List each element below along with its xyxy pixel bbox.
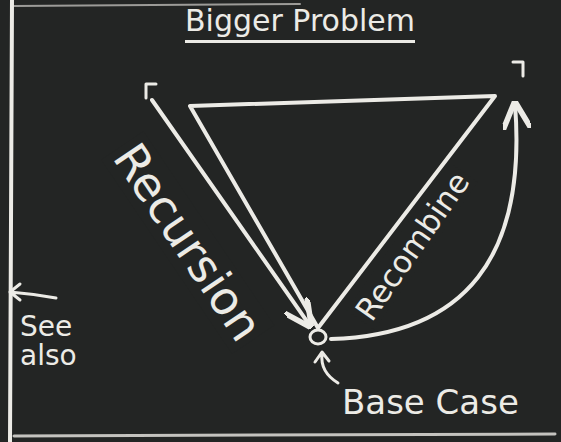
board-edge [10, 0, 12, 442]
corner-bracket [513, 62, 523, 76]
edge-label: Recombine [347, 162, 478, 329]
arrow-connector [331, 104, 516, 339]
edge-label: Recursion [102, 131, 275, 353]
problem-node: Bigger Problem [140, 4, 525, 100]
circle-outline [308, 327, 328, 347]
node-heading: Bigger Problem [185, 4, 415, 43]
corner-bracket [146, 84, 156, 98]
see-also-arrow [10, 284, 56, 300]
note-label: See also [20, 312, 90, 371]
leader-arrow [315, 352, 338, 383]
node-caption: Base Case [342, 383, 519, 422]
board-line [14, 434, 555, 436]
base-case-circle: Base Case [308, 327, 328, 347]
